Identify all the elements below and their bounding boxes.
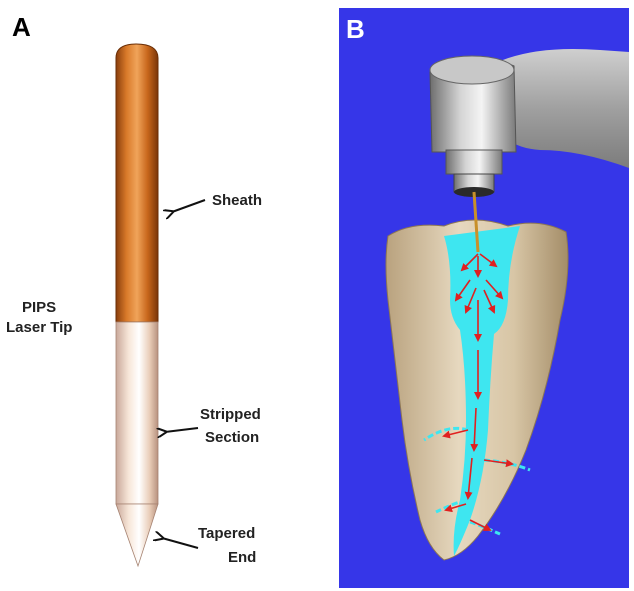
laser-tip: [116, 44, 158, 566]
panel-a-letter: A: [12, 12, 31, 42]
tip-title-line2: Laser Tip: [6, 319, 72, 336]
panel-b: B: [339, 8, 629, 588]
handpiece-cap: [430, 56, 514, 84]
tapered-label-line2: End: [228, 549, 256, 566]
sheath-label: Sheath: [212, 192, 262, 209]
stripped-label-line2: Section: [205, 429, 259, 446]
handpiece-collar: [446, 150, 502, 174]
tapered-label-line1: Tapered: [198, 525, 255, 542]
panel-a: A PIPS Laser Tip Sheath Stripped Section…: [6, 12, 262, 566]
tip-title-line1: PIPS: [22, 299, 56, 316]
sheath: [116, 44, 158, 322]
stripped-arrow: [165, 428, 198, 432]
stripped-label-line1: Stripped: [200, 406, 261, 423]
tapered-end: [116, 504, 158, 566]
sheath-arrow: [172, 200, 205, 212]
tapered-arrow: [162, 538, 198, 548]
panel-b-letter: B: [346, 14, 365, 44]
stripped-section: [116, 322, 158, 504]
